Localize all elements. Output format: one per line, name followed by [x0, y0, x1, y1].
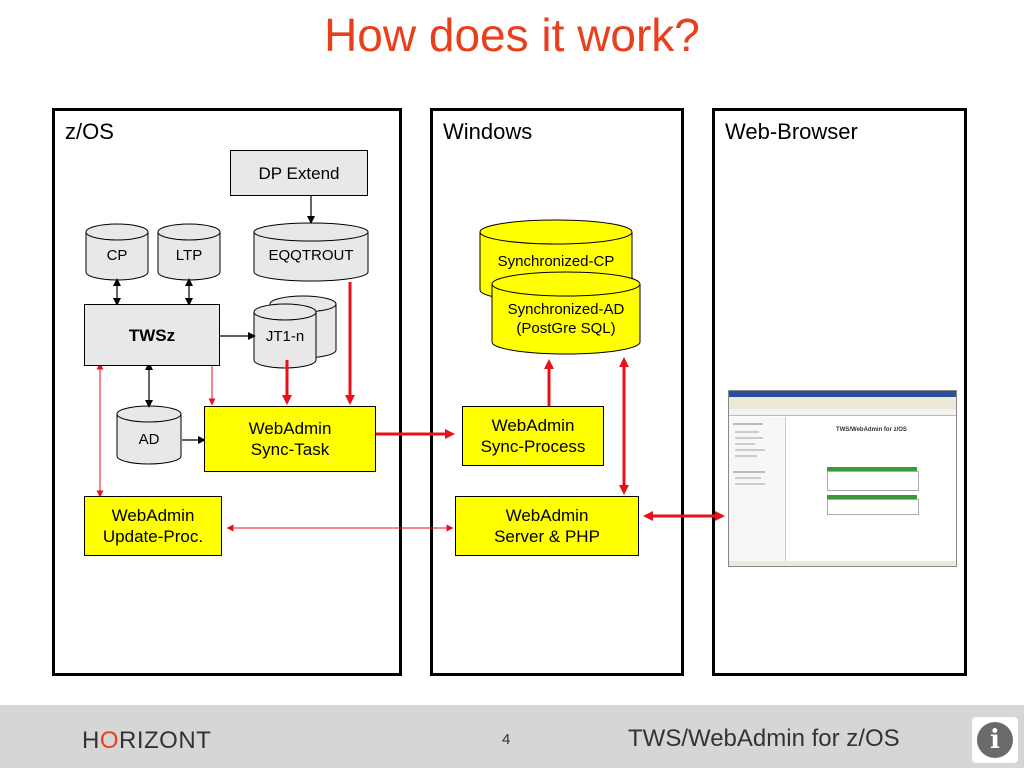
- sync-process-line-2: Sync-Process: [480, 437, 586, 456]
- twsz-box: TWSz: [84, 304, 220, 366]
- shot-addressbar: [729, 409, 956, 416]
- panel-zos-label: z/OS: [65, 119, 114, 144]
- shot-green-bar-1: [827, 467, 917, 471]
- sync-cp-label: Synchronized-CP: [497, 253, 615, 270]
- update-proc-line-1: WebAdmin: [111, 506, 195, 525]
- server-line-1: WebAdmin: [505, 506, 589, 525]
- shot-toolbar: [729, 402, 956, 409]
- ad-cylinder: [116, 405, 182, 465]
- sync-task-line-1: WebAdmin: [248, 419, 332, 438]
- shot-table-1: [827, 471, 919, 491]
- sync-process-box: WebAdmin Sync-Process: [462, 406, 604, 466]
- panel-windows: Windows: [430, 108, 684, 676]
- panel-windows-label: Windows: [443, 119, 533, 144]
- update-proc-box: WebAdmin Update-Proc.: [84, 496, 222, 556]
- shot-statusbar: [729, 561, 956, 566]
- ad-label: AD: [138, 431, 160, 448]
- eqqtrout-label: EQQTROUT: [268, 247, 354, 264]
- shot-table-2: [827, 499, 919, 515]
- page-number: 4: [502, 731, 511, 748]
- page-title: How does it work?: [324, 9, 700, 61]
- jt-cylinder: [253, 295, 337, 369]
- sync-task-box: WebAdmin Sync-Task: [204, 406, 376, 472]
- update-proc-line-2: Update-Proc.: [102, 527, 204, 546]
- info-icon-glyph: i: [977, 722, 1013, 758]
- sync-task-line-2: Sync-Task: [250, 440, 330, 459]
- brand-rest: RIZONT: [119, 727, 212, 754]
- panel-browser-label: Web-Browser: [725, 119, 858, 144]
- sync-ad-cylinder: [491, 271, 641, 355]
- eqqtrout-cylinder: [253, 222, 369, 282]
- info-icon[interactable]: i: [972, 717, 1018, 763]
- shot-sidebar: [729, 417, 786, 564]
- sync-ad-label-line-1: Synchronized-AD: [507, 301, 625, 318]
- sync-ad-label-line-2: (PostGre SQL): [516, 320, 616, 337]
- jt-label: JT1-n: [265, 328, 305, 345]
- footer: HORIZONT 4 TWS/WebAdmin for z/OS i: [0, 705, 1024, 768]
- brand-o: O: [99, 727, 120, 754]
- ltp-cylinder: [157, 223, 221, 281]
- shot-titlebar: [729, 391, 956, 397]
- ltp-label: LTP: [175, 247, 203, 264]
- shot-green-bar-2: [827, 495, 917, 499]
- diagram-graphics: [85, 196, 725, 532]
- server-box: WebAdmin Server & PHP: [455, 496, 639, 556]
- sync-ad-label: Synchronized-AD (PostGre SQL): [492, 300, 640, 338]
- cp-label: CP: [106, 247, 128, 264]
- brand-h: H: [82, 727, 100, 754]
- panel-zos: z/OS: [52, 108, 402, 676]
- product-name: TWS/WebAdmin for z/OS: [628, 725, 900, 752]
- server-line-2: Server & PHP: [494, 527, 600, 546]
- shot-heading: TWS/WebAdmin for z/OS: [836, 427, 907, 433]
- browser-screenshot: TWS/WebAdmin for z/OS: [728, 390, 957, 567]
- brand-logo: HORIZONT: [82, 727, 211, 755]
- cp-cylinder: [85, 223, 149, 281]
- sync-process-line-1: WebAdmin: [491, 416, 575, 435]
- dp-extend-box: DP Extend: [230, 150, 368, 196]
